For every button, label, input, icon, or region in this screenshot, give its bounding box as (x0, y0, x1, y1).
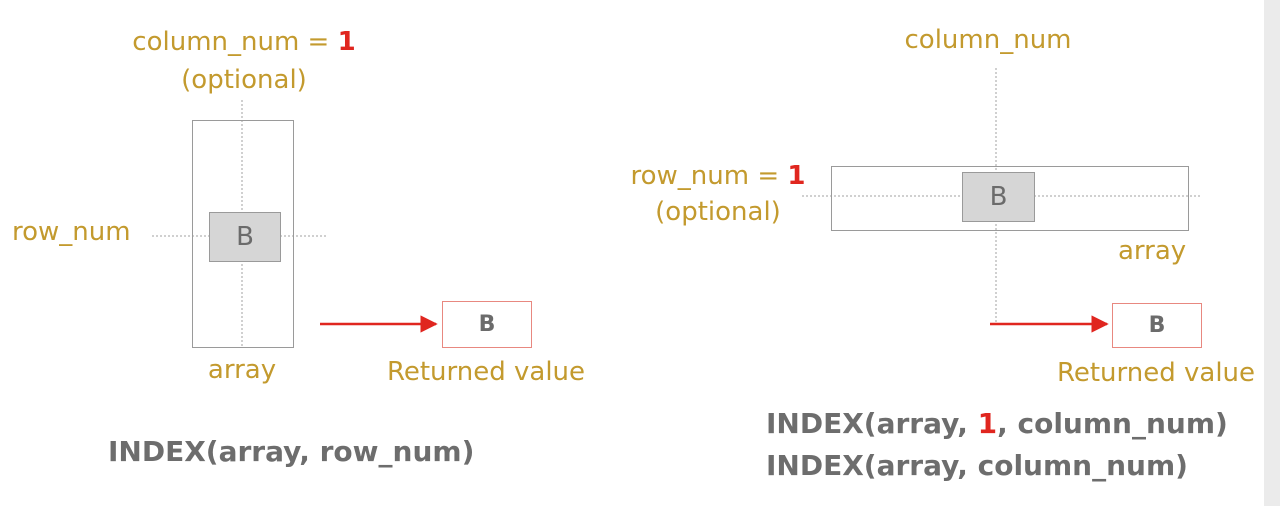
right-formula-1: INDEX(array, 1, column_num) (766, 406, 1228, 442)
left-optional-label: (optional) (181, 65, 307, 95)
right-row-label-text: row_num = (630, 161, 788, 191)
page-edge (1264, 0, 1280, 506)
right-column-label: column_num (904, 25, 1072, 55)
left-column-value: 1 (337, 27, 356, 57)
right-optional-label: (optional) (655, 197, 781, 227)
right-formula-1-end: , column_num) (997, 407, 1228, 440)
left-array-label: array (207, 355, 277, 385)
right-array-box (831, 166, 1189, 231)
right-array-label: array (1118, 236, 1187, 266)
right-result-box: B (1112, 303, 1202, 348)
right-selected-cell: B (962, 172, 1035, 222)
left-row-label: row_num (12, 217, 131, 247)
left-column-label-text: column_num = (132, 27, 338, 57)
left-selected-cell: B (209, 212, 281, 262)
right-formula-1-value: 1 (977, 407, 998, 440)
left-array-box (192, 120, 294, 348)
left-formula: INDEX(array, row_num) (108, 435, 475, 468)
right-row-value: 1 (787, 161, 806, 191)
right-returned-label: Returned value (1056, 358, 1256, 388)
right-formula-2: INDEX(array, column_num) (766, 449, 1188, 482)
left-returned-label: Returned value (386, 357, 586, 387)
right-row-label: row_num = 1 (631, 160, 806, 192)
left-column-label: column_num = 1 (132, 26, 355, 58)
right-formula-1-start: INDEX(array, (766, 407, 978, 440)
left-result-box: B (442, 301, 532, 348)
